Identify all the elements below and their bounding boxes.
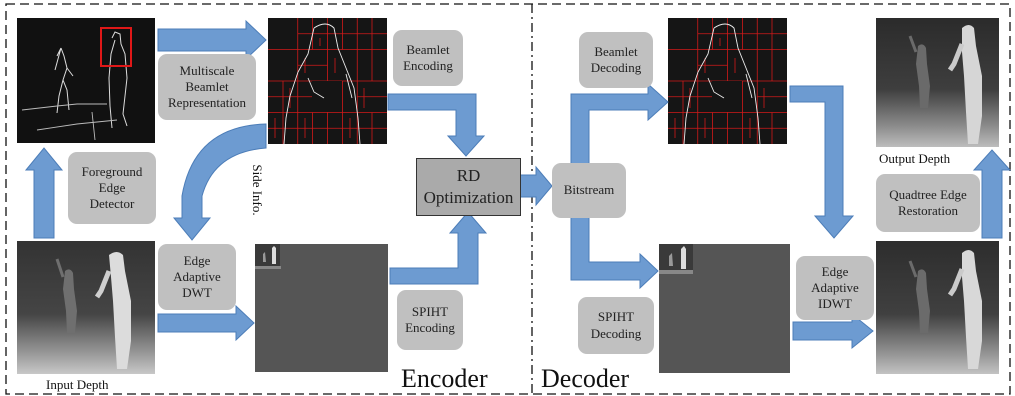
beamlet-representation-image [268,18,387,144]
edge-map-image [17,18,155,143]
arrow-rd-to-bitstream [517,165,553,207]
arrow-side-info [172,123,267,241]
beamlet-encoding-box: Beamlet Encoding [393,30,463,86]
decoded-dwt-image [659,244,790,373]
decoder-label: Decoder [541,364,630,393]
arrow-dwt-to-reconstructed [792,312,874,350]
beamlet-decoding-box: Beamlet Decoding [579,32,653,88]
arrow-depth-to-dwt [157,304,255,342]
reconstructed-depth-image [876,241,999,374]
edge-adaptive-idwt-box: Edge Adaptive IDWT [796,256,874,320]
multiscale-beamlet-box: Multiscale Beamlet Representation [158,54,256,120]
bitstream-box: Bitstream [552,163,626,218]
arrow-bitstream-to-beamlet [570,82,669,165]
edge-adaptive-dwt-box: Edge Adaptive DWT [158,244,236,310]
decoded-beamlet-image [668,18,787,144]
encoder-label: Encoder [401,364,488,393]
output-depth-image [876,18,999,147]
quadtree-edge-restoration-box: Quadtree Edge Restoration [876,174,980,232]
arrow-beamlet-to-rd [387,93,486,157]
spiht-decoding-box: SPIHT Decoding [578,297,654,354]
arrow-quadtree-up [972,149,1012,239]
input-depth-caption: Input Depth [46,377,109,392]
arrow-beamlet-to-idwt [789,85,855,239]
dwt-coefficients-image [255,244,388,372]
foreground-edge-detector-box: Foreground Edge Detector [68,152,156,224]
arrow-bitstream-to-dwt [570,215,659,290]
arrow-dwt-to-rd [389,211,488,285]
spiht-encoding-box: SPIHT Encoding [397,290,463,350]
output-depth-caption: Output Depth [879,151,951,166]
side-info-label: Side Info. [250,164,265,216]
input-depth-image [17,241,155,374]
arrow-depth-to-edge [24,147,64,239]
rd-optimization-box: RD Optimization [416,158,521,216]
arrow-edge-to-beamlet [157,19,267,61]
